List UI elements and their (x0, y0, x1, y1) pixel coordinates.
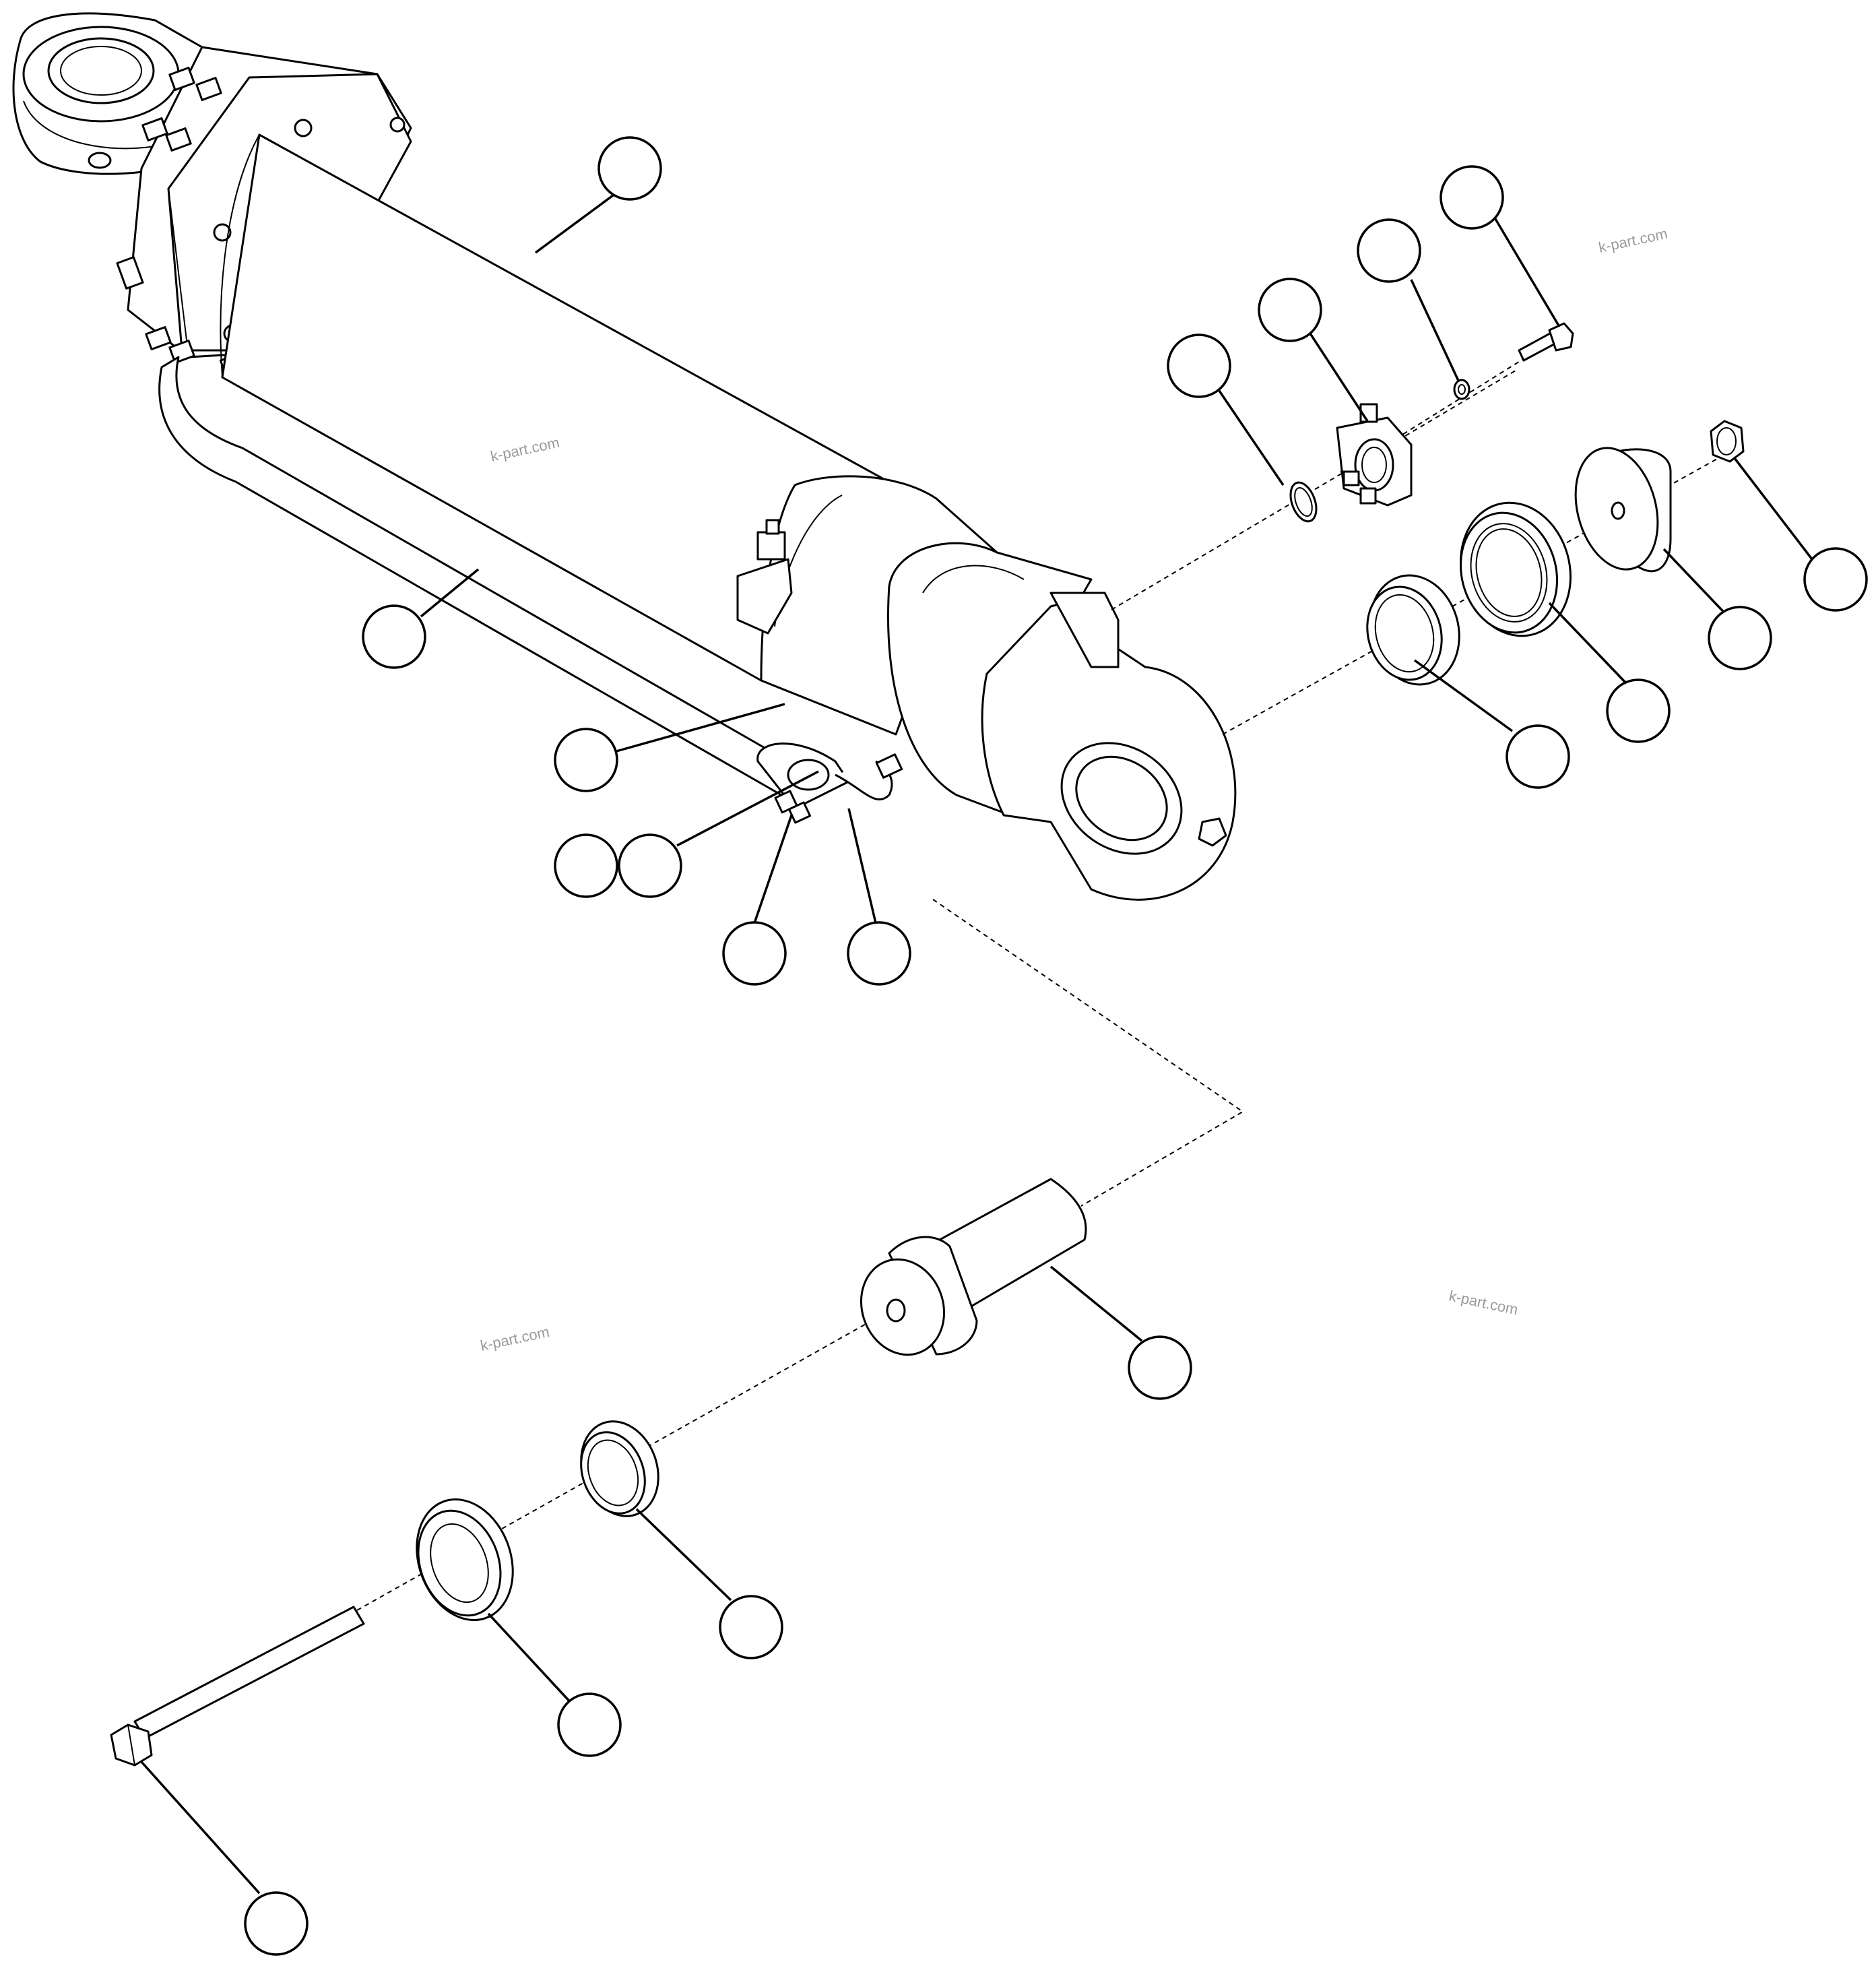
callout-flange-bolt (1440, 165, 1504, 230)
callout-pin-bolt (244, 1891, 309, 1956)
watermark: k-part.com (479, 1323, 551, 1354)
rod-end-spacer (1574, 447, 1672, 573)
head-end-eye (12, 12, 203, 175)
callout-cylinder-tube (597, 136, 662, 201)
pin-spacer (416, 1498, 514, 1622)
callout-split-flange (1258, 278, 1322, 342)
pin-seal (580, 1420, 659, 1517)
callout-rod-end-seal (1506, 724, 1570, 789)
port-fittings (1111, 322, 1574, 610)
callout-rod-end-bushing (1606, 678, 1671, 743)
port-elbow (756, 742, 903, 824)
rod-end-eye (981, 592, 1237, 901)
callout-nut (1803, 547, 1868, 612)
hydraulic-cylinder (12, 12, 1237, 901)
callout-o-ring (1167, 334, 1231, 398)
watermark: k-part.com (1597, 225, 1669, 256)
nut (1710, 420, 1745, 463)
watermark: k-part.com (1448, 1287, 1520, 1318)
callout-flange-right (618, 833, 682, 898)
o-ring (1289, 481, 1318, 523)
callout-leaders (140, 194, 1813, 1895)
callout-pin-spacer (557, 1692, 622, 1757)
rod-end-hardware (1222, 420, 1745, 735)
callout-lock-washer (1357, 218, 1421, 283)
pin (860, 1178, 1087, 1356)
callout-tube-line (362, 604, 426, 669)
rod-end-seal (1366, 574, 1460, 686)
callout-bolt-small (722, 921, 787, 986)
flange-bolt (1518, 322, 1574, 362)
callout-flange-left (554, 833, 618, 898)
callout-rod-end-spacer (1708, 606, 1772, 670)
callout-pin-seal (719, 1595, 783, 1659)
pin-bolt (110, 1606, 365, 1767)
split-flange (1336, 403, 1413, 507)
pin-assembly (110, 899, 1244, 1767)
callout-pin (1128, 1335, 1192, 1400)
lock-washer (1453, 379, 1470, 400)
callout-sensor-bracket (554, 728, 618, 792)
rod-end-bushing (1459, 501, 1572, 637)
callout-bubbles (244, 136, 1868, 1956)
callout-elbow-hose (847, 921, 911, 986)
